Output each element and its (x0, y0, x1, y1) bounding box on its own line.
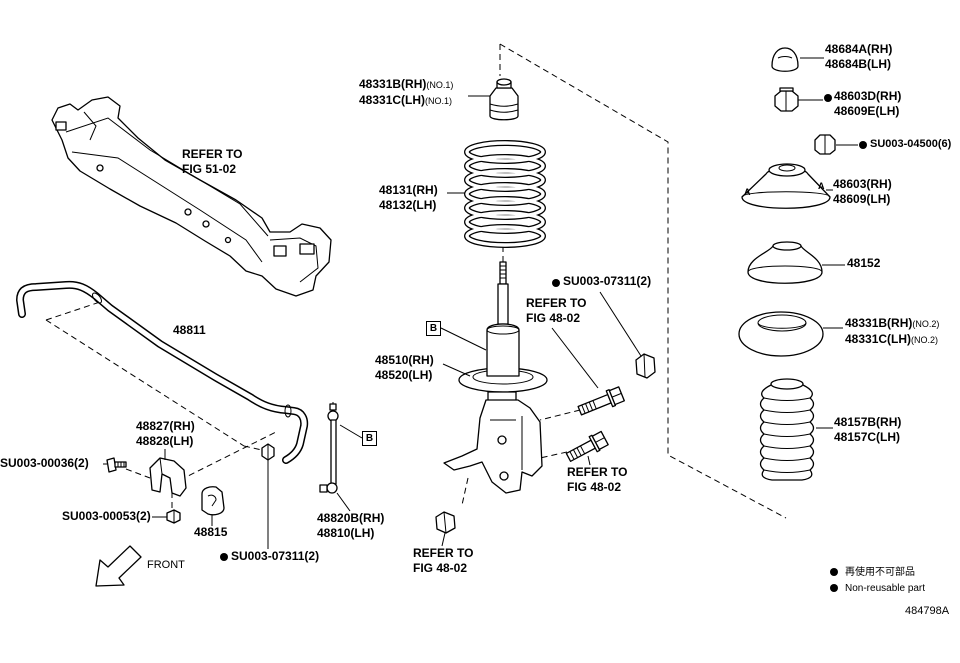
crossmember-reference-line2: FIG 51-02 (182, 162, 237, 176)
stabilizer-bracket-rh: 48827(RH) (136, 419, 195, 433)
front-label: FRONT (147, 559, 185, 571)
bound-stopper-no1-lh: 48331C(LH) (359, 93, 426, 107)
support-stud-nut-drawing (814, 134, 836, 155)
leader-lines (103, 57, 858, 549)
bound-stopper-no1-suffix: (NO.1) (426, 80, 454, 90)
support-bearing-drawing (747, 241, 823, 284)
dust-boot-lh: 48157C(LH) (834, 430, 901, 444)
stabilizer-bracket-lh: 48828(LH) (136, 434, 194, 448)
suspension-support-lh: 48609(LH) (833, 192, 891, 206)
dust-boot-label: 48157B(RH) 48157C(LH) (834, 415, 901, 445)
strut-bolt-lower-reference: REFER TO FIG 48-02 (567, 465, 627, 495)
dust-cap-label: 48684A(RH) 48684B(LH) (825, 42, 892, 72)
bracket-nut-drawing (166, 509, 181, 524)
stabilizer-bushing-label: 48815 (194, 525, 228, 539)
shock-absorber-lh: 48520(LH) (375, 368, 433, 382)
strut-bolt-upper-reference: REFER TO FIG 48-02 (526, 296, 586, 326)
shock-absorber-drawing (443, 261, 548, 494)
stabilizer-link-lh: 48810(LH) (317, 526, 375, 540)
bracket-nut-label: SU003-00053(2) (62, 509, 151, 523)
dust-cap-rh: 48684A(RH) (825, 42, 893, 56)
view-a-mark-right: A (818, 181, 825, 191)
shock-absorber-label: 48510(RH) 48520(LH) (375, 353, 434, 383)
view-b-box-strut: B (426, 321, 441, 336)
view-a-mark-left: A (744, 187, 751, 197)
support-nut-rh: 48603D(RH) (834, 89, 902, 103)
insulator-no2-suffix: (NO.2) (912, 319, 940, 329)
stabilizer-link-rh: 48820B(RH) (317, 511, 385, 525)
suspension-support-label: 48603(RH) 48609(LH) (833, 177, 892, 207)
suspension-support-drawing (741, 163, 831, 209)
stabilizer-link-drawing (319, 402, 339, 494)
support-nut-drawing (774, 87, 799, 112)
strut-bolt-upper-ref-line2: FIG 48-02 (526, 311, 581, 325)
strut-nut-label: SU003-07311(2) (563, 274, 652, 288)
insulator-no2-rh: 48331B(RH) (845, 316, 913, 330)
bracket-bolt-drawing (106, 457, 127, 473)
knuckle-nut-reference: REFER TO FIG 48-02 (413, 546, 473, 576)
figure-id: 484798A (905, 605, 950, 617)
non-reusable-markers (220, 94, 867, 592)
coil-spring-label: 48131(RH) 48132(LH) (379, 183, 438, 213)
crossmember-drawing (51, 96, 332, 297)
link-nut-drawing (261, 443, 275, 461)
view-b-box-link: B (362, 431, 377, 446)
support-nut-label: 48603D(RH) 48609E(LH) (834, 89, 901, 119)
stabilizer-bar-label: 48811 (173, 323, 206, 337)
bound-stopper-no1-label: 48331B(RH)(NO.1) 48331C(LH)(NO.1) (359, 77, 453, 109)
insulator-no2-suffix: (NO.2) (911, 335, 939, 345)
strut-bolt-lower-ref-line2: FIG 48-02 (567, 480, 622, 494)
strut-bolt-upper-drawing (577, 386, 625, 416)
strut-dashed-guides (461, 43, 787, 519)
insulator-no2-label: 48331B(RH)(NO.2) 48331C(LH)(NO.2) (845, 316, 939, 348)
legend-english: Non-reusable part (845, 583, 926, 594)
strut-bolt-upper-ref-line1: REFER TO (526, 296, 587, 310)
coil-spring-drawing (464, 140, 546, 248)
bound-stopper-no1-rh: 48331B(RH) (359, 77, 427, 91)
stabilizer-bar-drawing (16, 280, 309, 464)
support-bearing-label: 48152 (847, 256, 881, 270)
front-arrow-icon (95, 545, 142, 587)
stabilizer-bushing-drawing (201, 486, 225, 516)
strut-bolt-lower-ref-line1: REFER TO (567, 465, 628, 479)
strut-nut-drawing (635, 353, 656, 379)
knuckle-nut-ref-line2: FIG 48-02 (413, 561, 468, 575)
link-nut-label: SU003-07311(2) (231, 549, 320, 563)
knuckle-nut-drawing (435, 511, 456, 534)
shock-absorber-rh: 48510(RH) (375, 353, 434, 367)
insulator-no2-drawing (738, 311, 824, 357)
dust-boot-drawing (759, 378, 815, 481)
bound-stopper-no1-suffix: (NO.1) (425, 96, 453, 106)
stabilizer-bracket-drawing (149, 457, 187, 497)
strut-bolt-lower-drawing (565, 430, 609, 462)
bound-stopper-no1-drawing (489, 78, 519, 121)
knuckle-nut-ref-line1: REFER TO (413, 546, 474, 560)
legend-japanese: 再使用不可部品 (845, 567, 915, 578)
crossmember-reference-label: REFER TO FIG 51-02 (182, 147, 242, 177)
stabilizer-link-label: 48820B(RH) 48810(LH) (317, 511, 384, 541)
bracket-bolt-label: SU003-00036(2) (0, 456, 89, 470)
dust-cap-drawing (771, 47, 799, 72)
crossmember-reference-line1: REFER TO (182, 147, 243, 161)
support-stud-nut-label: SU003-04500(6) (870, 138, 952, 150)
coil-spring-rh: 48131(RH) (379, 183, 438, 197)
coil-spring-lh: 48132(LH) (379, 198, 437, 212)
suspension-support-rh: 48603(RH) (833, 177, 892, 191)
dust-boot-rh: 48157B(RH) (834, 415, 902, 429)
support-nut-lh: 48609E(LH) (834, 104, 900, 118)
dust-cap-lh: 48684B(LH) (825, 57, 892, 71)
insulator-no2-lh: 48331C(LH) (845, 332, 912, 346)
stabilizer-bracket-label: 48827(RH) 48828(LH) (136, 419, 195, 449)
